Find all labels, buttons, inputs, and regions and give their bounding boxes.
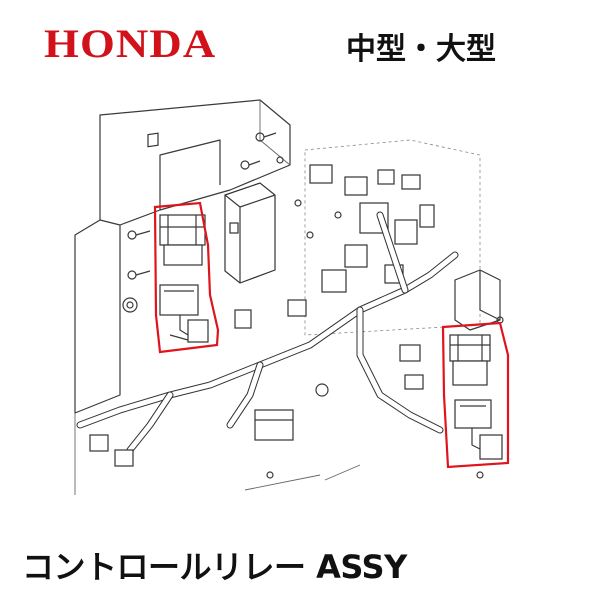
frame-plate	[74, 99, 291, 495]
connectors-lower	[89, 299, 484, 491]
parts-diagram	[74, 99, 510, 495]
relay-assembly-right	[441, 321, 510, 469]
screws-left	[122, 132, 284, 313]
product-name: コントロールリレー ASSY	[22, 548, 407, 586]
bracket-right	[454, 269, 504, 331]
wiring-harness	[76, 211, 459, 454]
honda-logo: HONDA	[44, 21, 217, 66]
control-unit-box	[224, 182, 276, 284]
size-category: 中型・大型	[346, 32, 496, 67]
relay-assembly-left	[153, 201, 220, 354]
